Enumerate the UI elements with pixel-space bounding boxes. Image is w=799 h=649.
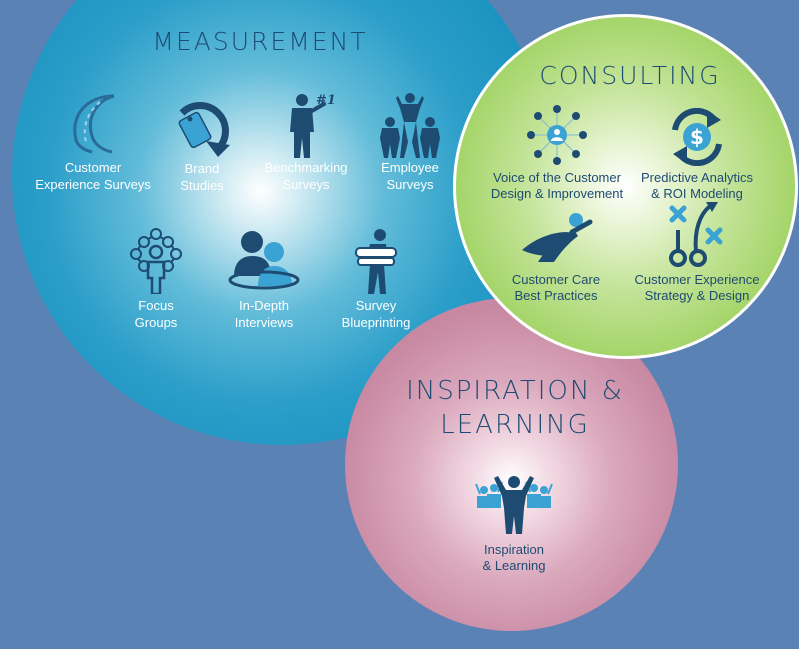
employee-pyramid-icon (380, 93, 440, 158)
employee-surveys-line2: Surveys (386, 177, 434, 192)
predictive-analytics-line1: Predictive Analytics (641, 170, 753, 185)
voice-of-the-customer-line1: Voice of the Customer (493, 170, 621, 185)
svg-text:$: $ (690, 125, 704, 149)
survey-blueprinting-item: Survey Blueprinting (334, 228, 418, 332)
benchmarking-surveys-line2: Surveys (282, 177, 330, 192)
customer-care-item: Customer Care Best Practices (494, 208, 618, 308)
survey-blueprinting-line1: Survey (355, 298, 397, 313)
focus-groups-line2: Groups (134, 315, 178, 330)
brand-studies-item: Brand Studies (160, 95, 244, 195)
focus-group-network-icon (130, 228, 182, 294)
brand-studies-line2: Studies (180, 178, 224, 193)
employee-surveys-item: Employee Surveys (370, 92, 450, 196)
customer-voice-network-icon (527, 105, 587, 165)
journey-curve-icon (73, 94, 115, 154)
predictive-analytics-item: $ Predictive Analytics & ROI Modeling (633, 108, 761, 204)
inspiration-heading-line1: INSPIRATION & (406, 376, 624, 406)
benchmarking-surveys-line1: Benchmarking (264, 160, 348, 175)
voice-of-the-customer-item: Voice of the Customer Design & Improveme… (484, 104, 630, 204)
customer-experience-strategy-line2: Strategy & Design (644, 288, 750, 303)
in-depth-interviews-item: In-Depth Interviews (222, 228, 306, 332)
inspiration-heading-line2: LEARNING (440, 410, 590, 440)
customer-experience-surveys-line2: Experience Surveys (35, 177, 151, 192)
brand-tag-icon (178, 102, 230, 157)
blueprint-carrier-icon (355, 229, 397, 294)
interview-people-icon (228, 231, 300, 290)
voice-of-the-customer-line2: Design & Improvement (490, 186, 624, 201)
in-depth-interviews-line1: In-Depth (239, 298, 289, 313)
strategy-play-icon (669, 202, 723, 267)
cheering-crowd-icon (475, 476, 553, 534)
customer-experience-strategy-line1: Customer Experience (634, 272, 760, 287)
consulting-heading: CONSULTING (539, 61, 721, 90)
customer-experience-strategy-item: Customer Experience Strategy & Design (626, 200, 768, 308)
inspiration-learning-line1: Inspiration (484, 542, 544, 557)
superhero-icon (522, 213, 593, 262)
customer-care-line1: Customer Care (511, 272, 601, 287)
customer-care-line2: Best Practices (514, 288, 598, 303)
inspiration-learning-item: Inspiration & Learning (464, 474, 564, 574)
focus-groups-item: Focus Groups (118, 228, 194, 332)
consulting-circle (453, 14, 798, 359)
inspiration-learning-line2: & Learning (482, 558, 546, 573)
in-depth-interviews-line2: Interviews (234, 315, 294, 330)
focus-groups-line1: Focus (138, 298, 174, 313)
benchmark-presenter-icon: #1 (290, 93, 334, 158)
dollar-cycle-icon: $ (672, 108, 722, 166)
svg-text:#1: #1 (316, 93, 334, 108)
employee-surveys-line1: Employee (381, 160, 439, 175)
customer-experience-surveys-line1: Customer (64, 160, 122, 175)
predictive-analytics-line2: & ROI Modeling (651, 186, 743, 201)
benchmarking-surveys-item: #1 Benchmarking Surveys (254, 92, 358, 196)
measurement-heading: MEASUREMENT (152, 27, 368, 56)
inspiration-heading: INSPIRATION & LEARNING (370, 374, 660, 442)
brand-studies-line1: Brand (184, 161, 220, 176)
survey-blueprinting-line2: Blueprinting (341, 315, 411, 330)
customer-experience-surveys-item: Customer Experience Surveys (30, 92, 156, 196)
